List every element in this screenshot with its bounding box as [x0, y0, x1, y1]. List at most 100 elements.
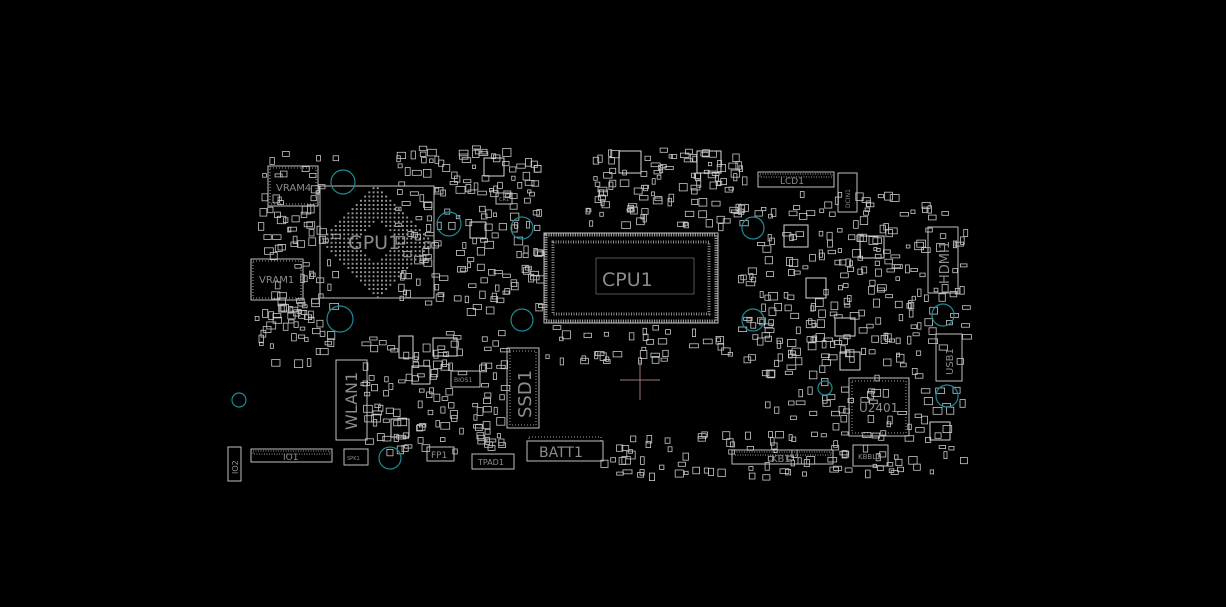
smd-component	[309, 173, 317, 178]
smd-component	[369, 336, 378, 341]
cpu-chip[interactable]: CPU1	[543, 232, 719, 324]
smd-component	[633, 187, 643, 195]
smd-component	[458, 153, 469, 160]
ssd-connector[interactable]: SSD1	[506, 347, 540, 429]
smd-component	[429, 387, 434, 395]
battery-connector[interactable]: BATT1	[526, 436, 604, 462]
keyboard-connector[interactable]: KB1	[731, 449, 834, 465]
smd-component	[682, 221, 688, 227]
smd-component	[378, 340, 387, 346]
smd-component	[795, 326, 801, 335]
smd-component	[788, 400, 795, 406]
smd-component	[509, 203, 518, 210]
smd-component	[910, 268, 918, 272]
smd-component	[896, 352, 900, 358]
smd-component	[618, 457, 627, 465]
vram-bottom-chip[interactable]: VRAM1	[250, 258, 304, 301]
smd-component	[941, 211, 949, 216]
smd-component	[263, 234, 272, 240]
smd-component	[374, 403, 381, 409]
smd-component	[598, 194, 607, 201]
smd-component	[928, 327, 937, 335]
mounting-hole	[510, 216, 534, 240]
smd-component	[434, 155, 440, 164]
smd-component	[646, 339, 655, 345]
smd-component	[910, 209, 916, 214]
smd-component	[486, 362, 493, 369]
smd-component	[795, 357, 803, 366]
smd-component	[874, 260, 880, 266]
smd-component	[360, 382, 371, 386]
smd-component	[667, 197, 672, 207]
smd-component	[916, 350, 922, 356]
smd-component	[806, 455, 816, 465]
smd-component	[498, 223, 508, 231]
smd-component	[580, 357, 589, 365]
smd-component	[765, 401, 771, 409]
smd-component	[793, 270, 801, 275]
smd-component	[907, 335, 912, 345]
smd-component	[526, 221, 531, 229]
u2401-chip[interactable]: U2401	[848, 377, 910, 437]
smd-component	[795, 400, 806, 406]
smd-component	[685, 148, 693, 155]
smd-component	[455, 185, 466, 194]
io2-label: IO2	[231, 460, 240, 474]
smd-component	[608, 181, 614, 190]
smd-component	[810, 305, 815, 312]
bios-chip[interactable]: BIOS1	[450, 370, 481, 388]
smd-component	[894, 454, 899, 460]
smd-component	[480, 213, 488, 220]
smd-component	[651, 191, 655, 197]
smd-component	[911, 295, 916, 301]
io1-connector[interactable]: IO1	[250, 448, 333, 463]
touchpad-connector[interactable]: TPAD1	[471, 453, 515, 470]
smd-component	[787, 338, 797, 347]
hdmi-connector[interactable]: HDMI1	[927, 226, 959, 294]
smd-component	[378, 404, 384, 412]
smd-component	[514, 221, 519, 229]
smd-component	[798, 389, 804, 398]
smd-component	[386, 448, 394, 457]
smd-component	[388, 383, 394, 390]
smd-component	[677, 221, 686, 227]
smd-component	[761, 206, 767, 212]
keyboard-backlight-connector[interactable]: KBBL1	[852, 444, 889, 467]
smd-component	[318, 293, 324, 299]
dcin-connector[interactable]: DCIN1	[837, 172, 858, 213]
lcd-connector[interactable]: LCD1	[757, 171, 835, 188]
smd-component	[459, 267, 468, 272]
smd-component	[790, 350, 796, 355]
fingerprint-connector[interactable]: FP1	[426, 446, 455, 462]
io2-connector[interactable]: IO2	[227, 446, 242, 482]
wlan-module[interactable]: WLAN1	[335, 359, 368, 441]
smd-component	[927, 205, 932, 214]
card-reader-chip[interactable]: CR1	[495, 192, 513, 205]
smd-component	[875, 453, 881, 462]
usb-connector[interactable]: USB1	[935, 333, 963, 382]
smd-component	[651, 178, 656, 185]
smd-component	[513, 236, 524, 246]
speaker-connector[interactable]: SPK1	[343, 448, 369, 466]
smd-component	[291, 333, 297, 342]
vram-top-chip[interactable]: VRAM4	[267, 165, 319, 207]
smd-component	[382, 418, 390, 423]
smd-component	[956, 358, 964, 365]
smd-component	[946, 320, 953, 326]
smd-component	[491, 232, 499, 239]
smd-component	[952, 386, 961, 394]
smd-component	[269, 251, 278, 261]
smd-component	[277, 196, 282, 202]
smd-component	[842, 450, 850, 458]
smd-component	[884, 258, 893, 265]
mounting-hole	[741, 308, 765, 332]
smd-component	[521, 264, 529, 274]
smd-component	[700, 152, 710, 157]
kb-label: KB1	[771, 454, 791, 465]
tpad-label: TPAD1	[477, 458, 504, 467]
gpu-chip[interactable]: GPU1	[319, 185, 435, 299]
smd-component	[306, 358, 312, 367]
smd-component	[649, 472, 656, 482]
smd-component	[829, 211, 836, 217]
